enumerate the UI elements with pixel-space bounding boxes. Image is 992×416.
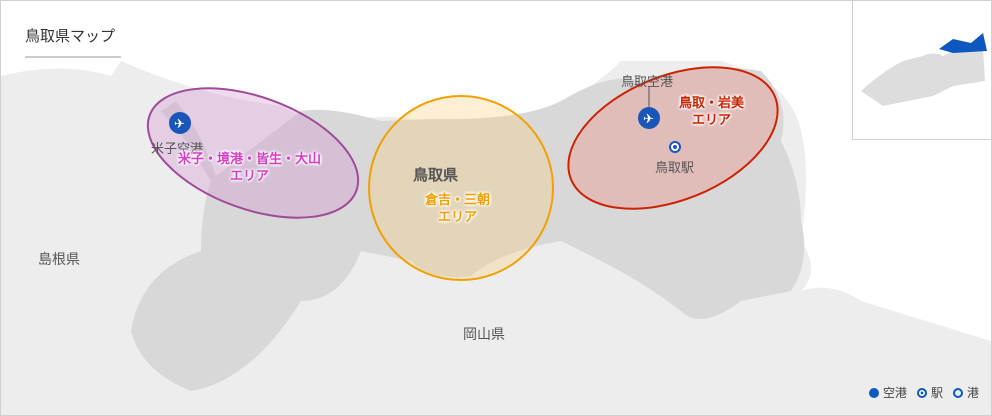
legend-station: 駅 [930,386,943,400]
legend: 空港 駅 港 [868,384,979,401]
tottori-area-circle[interactable] [548,39,798,236]
svg-text:✈: ✈ [174,117,185,132]
yonago-airport-label: 米子空港 [151,142,204,157]
tottori-prefecture [131,67,805,392]
yonago-area-circle[interactable] [130,63,375,243]
legend-airport: 空港 [882,386,907,400]
svg-text:✈: ✈ [643,112,654,127]
kurayoshi-area-circle[interactable] [368,95,554,281]
tottori-airport-icon[interactable] [638,107,660,129]
tottori-airport-label: 鳥取空港 [621,75,674,90]
station-legend-icon [916,387,927,398]
location-inset-map [852,1,991,140]
legend-port: 港 [966,386,979,400]
shimane-label: 島根県 [38,252,80,268]
tottori-station-label: 鳥取駅 [655,161,695,176]
page-title: 鳥取県マップ [25,25,121,58]
port-legend-icon [952,387,963,398]
okayama-label: 岡山県 [463,327,505,343]
tottori-label: 鳥取県 [413,166,459,184]
yonago-area-label[interactable]: 米子・境港・皆生・大山エリア [178,152,322,184]
kurayoshi-area-label[interactable]: 倉吉・三朝エリア [425,193,491,225]
airport-legend-icon [868,387,879,398]
tottori-area-label[interactable]: 鳥取・岩美エリア [679,96,745,128]
yonago-airport-icon[interactable] [169,112,191,134]
